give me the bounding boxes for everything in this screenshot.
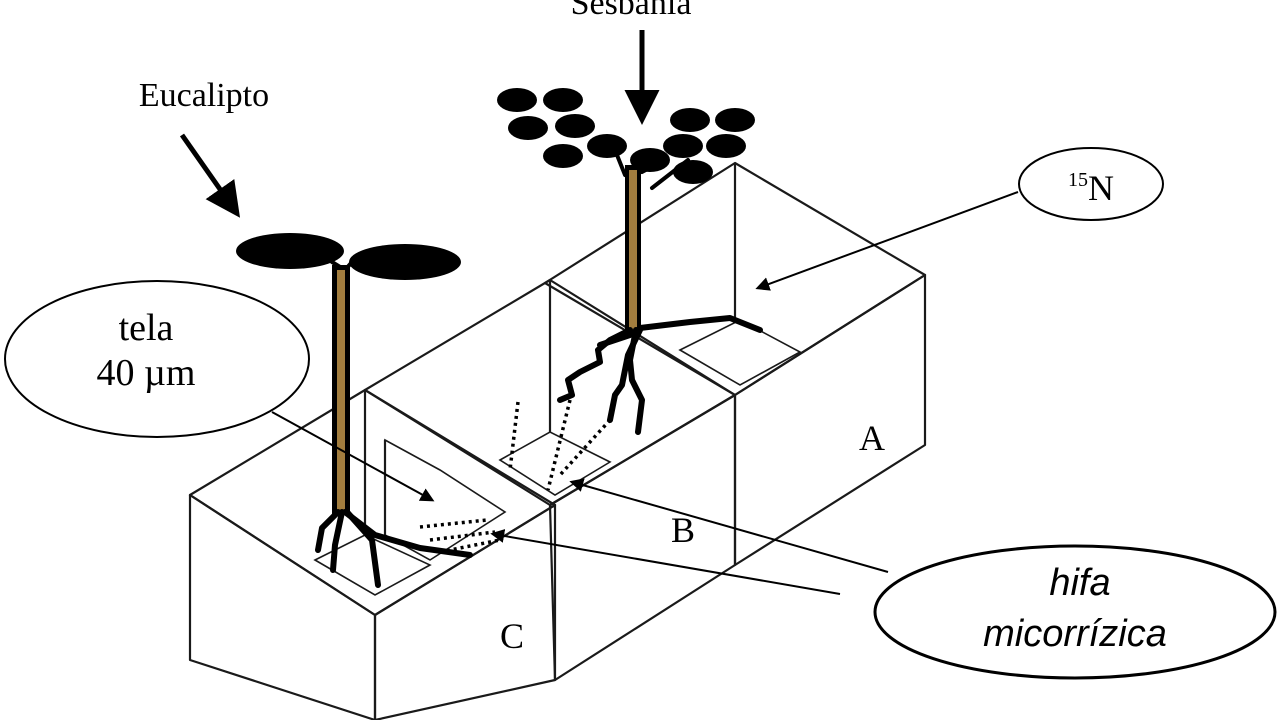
box-b-front bbox=[548, 393, 737, 682]
label-15n: 15N bbox=[1068, 168, 1114, 208]
eucalipto-roots bbox=[315, 509, 473, 588]
arrow-hifa-b bbox=[569, 478, 889, 573]
box-b bbox=[363, 278, 737, 682]
label-15n-isotope: 15 bbox=[1068, 169, 1088, 191]
label-micorrizica: micorrízica bbox=[983, 613, 1167, 655]
arrow-15n bbox=[755, 191, 1019, 291]
box-b-inner-floor bbox=[498, 431, 612, 496]
sesbania-leaves bbox=[497, 88, 755, 184]
label-tela: tela bbox=[119, 307, 174, 349]
label-15n-symbol: N bbox=[1088, 168, 1114, 208]
label-sesbania: Sesbania bbox=[571, 0, 692, 22]
label-tela-size: 40 µm bbox=[97, 352, 196, 394]
arrow-hifa-c bbox=[490, 529, 841, 595]
nitrogen-callout bbox=[1018, 147, 1164, 221]
eucalipto-leaf-right bbox=[349, 244, 461, 280]
sesbania-roots bbox=[557, 315, 763, 435]
compartment-boxes bbox=[188, 161, 927, 720]
box-a-inner-floor bbox=[678, 319, 802, 386]
label-compartment-b: B bbox=[671, 510, 695, 550]
box-c-left-front bbox=[188, 493, 377, 720]
arrow-tela bbox=[271, 411, 435, 502]
label-compartment-c: C bbox=[500, 616, 524, 656]
pointer-arrows bbox=[179, 30, 1019, 595]
label-eucalipto: Eucalipto bbox=[139, 77, 269, 114]
label-compartment-a: A bbox=[859, 418, 885, 458]
eucalipto-leaf-left bbox=[236, 233, 344, 269]
tela-callout bbox=[4, 280, 310, 438]
mycorrhizal-hyphae bbox=[419, 399, 612, 554]
sesbania-plant bbox=[497, 88, 763, 435]
hifa-callout bbox=[873, 544, 1277, 680]
label-hifa: hifa bbox=[1049, 562, 1110, 604]
box-a-front bbox=[733, 273, 927, 567]
arrow-eucalipto bbox=[179, 133, 241, 218]
box-c-inner-floor bbox=[313, 534, 432, 596]
eucalipto-plant bbox=[236, 233, 473, 588]
